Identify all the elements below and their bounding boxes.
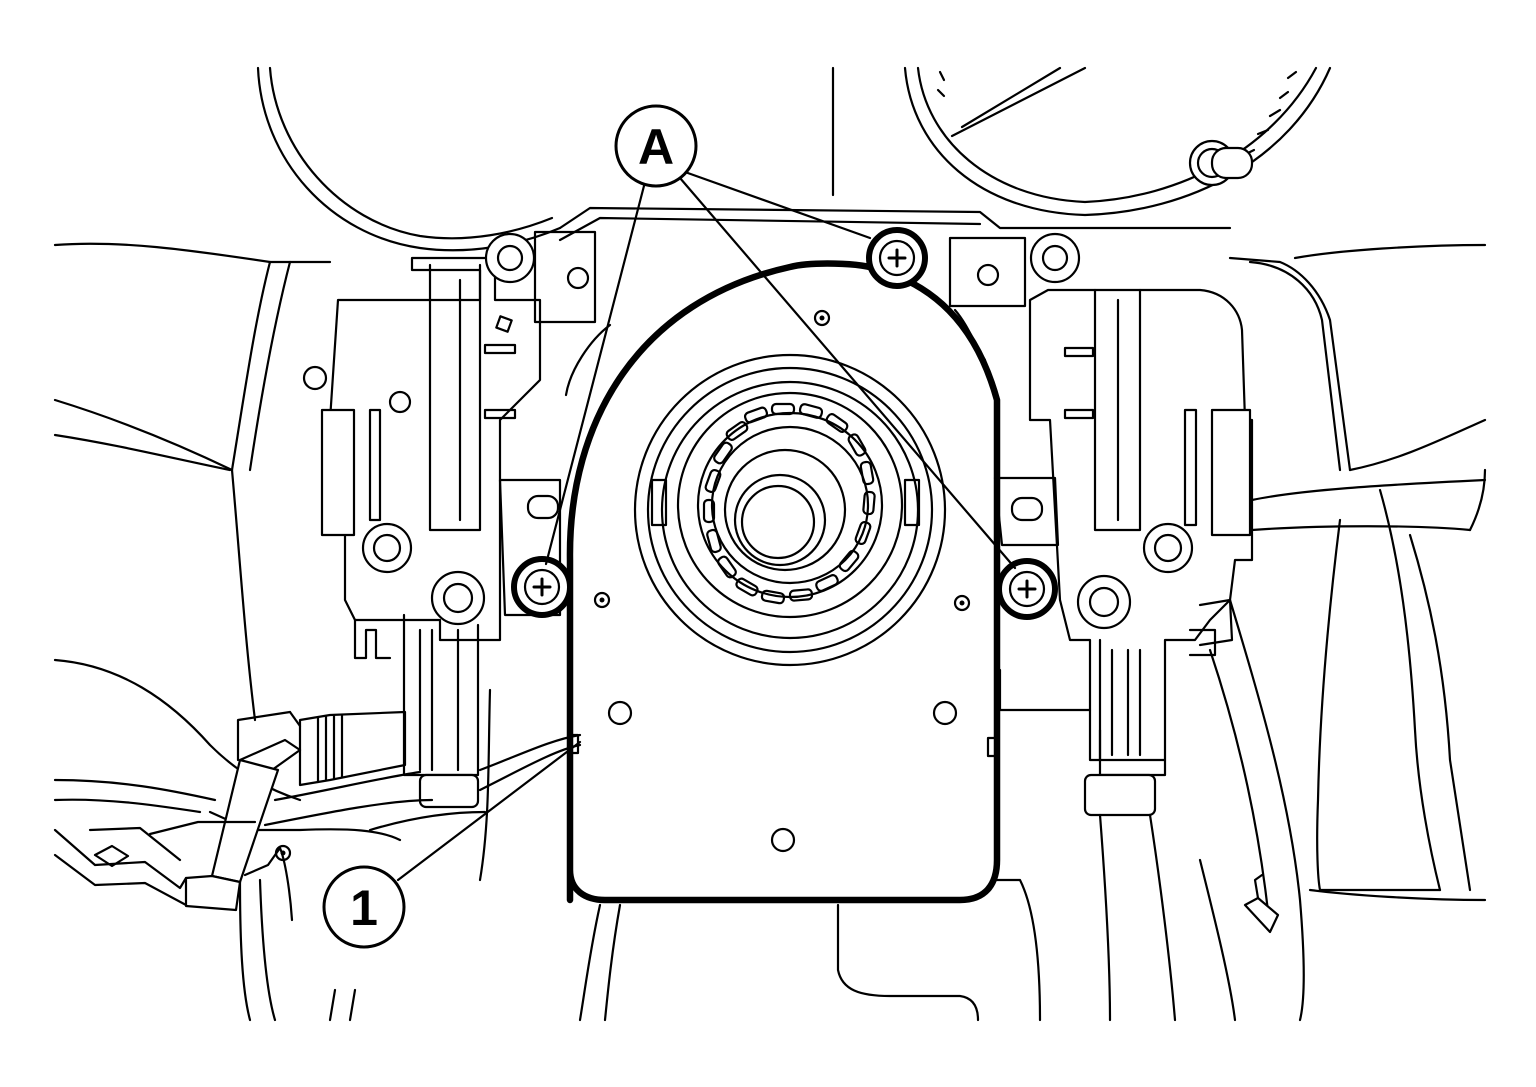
screw-icon [511,556,573,618]
callout-a: A [614,104,698,188]
spiral-cable [564,260,1001,904]
screw-icon [996,558,1058,620]
screw-icon [866,227,928,289]
callout-1-label: 1 [350,880,378,936]
right-bracket [948,232,1081,547]
wiring-harness [208,710,582,842]
lower-left-panel [53,820,357,1022]
right-column-cover [1098,243,1487,1022]
steering-column-lower [478,668,1092,1022]
right-combination-switch [1028,288,1254,817]
left-column-cover [53,242,332,814]
right-gauge [903,66,1332,217]
callout-1: 1 [322,865,406,949]
clip-icon [184,710,302,912]
left-combination-switch [302,256,542,809]
leader-lines [396,170,1017,882]
bearing-segments [702,402,876,605]
left-bracket [484,230,597,617]
callout-a-label: A [638,119,674,175]
left-gauge [256,66,562,252]
